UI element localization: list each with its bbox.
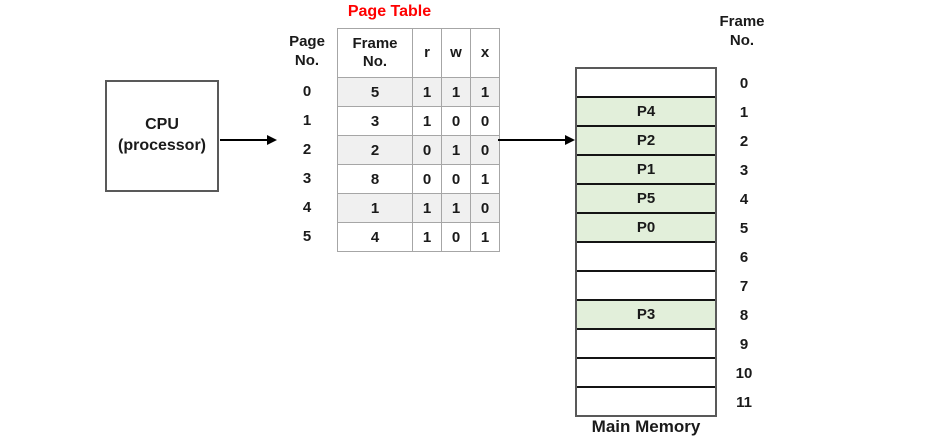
page-4-perm-x: 0 xyxy=(470,193,500,223)
page-2-frame-no: 2 xyxy=(337,135,413,165)
frame-no-1: 1 xyxy=(739,104,749,121)
page-4-frame-no: 1 xyxy=(337,193,413,223)
page-5-perm-w: 0 xyxy=(441,222,471,252)
page-no-1: 1 xyxy=(302,112,312,129)
memory-frame-6-empty xyxy=(577,243,715,272)
frame-no-2: 2 xyxy=(739,133,749,150)
page-table-title: Page Table xyxy=(347,3,432,20)
memory-frame-no-column: 0 1 2 3 4 5 6 7 8 9 10 11 xyxy=(726,69,762,417)
memory-frame-0-empty xyxy=(577,69,715,98)
arrow-page-table-to-main-memory xyxy=(498,135,575,145)
frame-no-7: 7 xyxy=(739,278,749,295)
page-no-3: 3 xyxy=(302,170,312,187)
frame-no-9: 9 xyxy=(739,336,749,353)
frame-no-0: 0 xyxy=(739,75,749,92)
page-4-perm-r: 1 xyxy=(412,193,442,223)
page-1-frame-no: 3 xyxy=(337,106,413,136)
page-1-perm-r: 1 xyxy=(412,106,442,136)
page-0-perm-r: 1 xyxy=(412,77,442,107)
page-no-5: 5 xyxy=(302,228,312,245)
page-0-frame-no: 5 xyxy=(337,77,413,107)
frame-no-11: 11 xyxy=(736,394,752,411)
page-no-column: 0 1 2 3 4 5 xyxy=(280,77,334,251)
frame-no-10: 10 xyxy=(735,365,753,382)
cpu-label: CPU (processor) xyxy=(117,116,207,154)
page-5-frame-no: 4 xyxy=(337,222,413,252)
page-no-0: 0 xyxy=(302,83,312,100)
page-3-perm-r: 0 xyxy=(412,164,442,194)
page-no-2: 2 xyxy=(302,141,312,158)
frame-no-4: 4 xyxy=(739,191,749,208)
perm-r-header: r xyxy=(412,28,442,78)
frame-no-5: 5 xyxy=(739,220,749,237)
memory-frame-2-p2: P2 xyxy=(577,127,715,156)
main-memory-title: Main Memory xyxy=(591,417,701,436)
page-5-perm-r: 1 xyxy=(412,222,442,252)
page-no-column-header: Page No. xyxy=(289,33,325,69)
page-1-perm-w: 0 xyxy=(441,106,471,136)
memory-frame-10-empty xyxy=(577,359,715,388)
page-2-perm-r: 0 xyxy=(412,135,442,165)
memory-frame-9-empty xyxy=(577,330,715,359)
frame-no-3: 3 xyxy=(739,162,749,179)
frame-no-8: 8 xyxy=(739,307,749,324)
memory-frame-3-p1: P1 xyxy=(577,156,715,185)
page-3-perm-x: 1 xyxy=(470,164,500,194)
memory-frame-11-empty xyxy=(577,388,715,415)
perm-x-header: x xyxy=(470,28,500,78)
frame-no-6: 6 xyxy=(739,249,749,266)
memory-frame-no-header: Frame No. xyxy=(719,13,765,49)
page-5-perm-x: 1 xyxy=(470,222,500,252)
memory-frame-5-p0: P0 xyxy=(577,214,715,243)
page-table-header-row: Frame No. r w x xyxy=(337,28,500,78)
memory-frame-8-p3: P3 xyxy=(577,301,715,330)
cpu-box: CPU (processor) xyxy=(105,80,219,192)
page-0-perm-w: 1 xyxy=(441,77,471,107)
page-2-perm-x: 0 xyxy=(470,135,500,165)
arrow-cpu-to-page-table xyxy=(220,135,277,145)
page-no-4: 4 xyxy=(302,199,312,216)
memory-frame-1-p4: P4 xyxy=(577,98,715,127)
page-3-perm-w: 0 xyxy=(441,164,471,194)
memory-frame-7-empty xyxy=(577,272,715,301)
perm-w-header: w xyxy=(441,28,471,78)
page-3-frame-no: 8 xyxy=(337,164,413,194)
page-2-perm-w: 1 xyxy=(441,135,471,165)
page-1-perm-x: 0 xyxy=(470,106,500,136)
page-0-perm-x: 1 xyxy=(470,77,500,107)
frame-no-column-header: Frame No. xyxy=(337,28,413,78)
memory-frame-4-p5: P5 xyxy=(577,185,715,214)
page-4-perm-w: 1 xyxy=(441,193,471,223)
